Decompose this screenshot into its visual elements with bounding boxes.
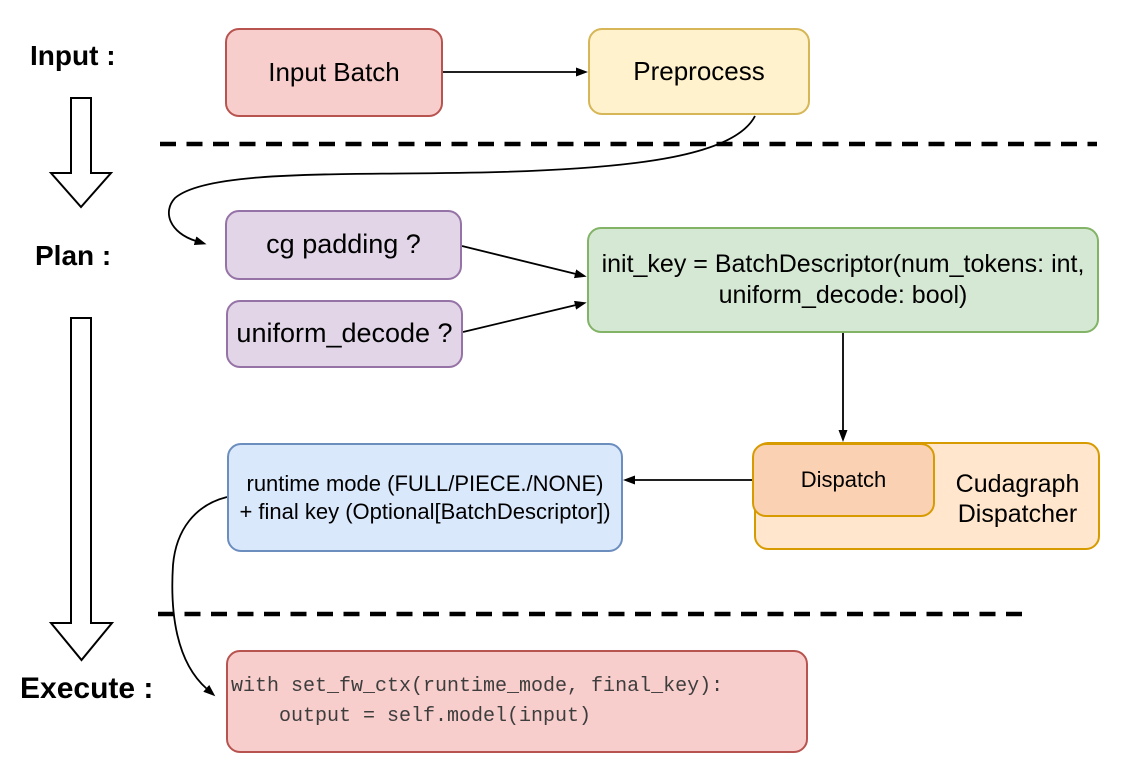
input-to-plan-hollow-arrow-icon <box>48 97 114 209</box>
plan-phase-label: Plan : <box>35 240 112 271</box>
input-batch-label: Input Batch <box>268 57 400 88</box>
cg-padding-label: cg padding ? <box>266 229 421 260</box>
arrow-preprocess-to-cg-padding <box>167 115 756 246</box>
runtime-mode-node: runtime mode (FULL/PIECE./NONE) + final … <box>227 443 623 552</box>
plan-to-execute-hollow-arrow-icon <box>48 317 115 662</box>
arrow-uniform-decode-to-init-key <box>462 300 587 333</box>
arrow-runtime-mode-to-execute-code <box>171 496 228 697</box>
preprocess-node: Preprocess <box>588 28 810 115</box>
cudagraph-dispatcher-label: Cudagraph Dispatcher <box>935 442 1100 550</box>
execute-code-node: with set_fw_ctx(runtime_mode, final_key)… <box>226 650 808 753</box>
cg-padding-node: cg padding ? <box>225 210 462 280</box>
input-phase-label: Input : <box>30 40 116 71</box>
cudagraph-dispatcher-line2: Dispatcher <box>957 500 1078 528</box>
cudagraph-dispatcher-line1: Cudagraph <box>955 470 1080 498</box>
input-batch-node: Input Batch <box>225 28 443 117</box>
init-key-line2: uniform_decode: bool) <box>718 281 968 309</box>
init-key-line1: init_key = BatchDescriptor(num_tokens: i… <box>601 250 1085 278</box>
preprocess-label: Preprocess <box>633 56 765 87</box>
execute-code-line2: output = self.model(input) <box>231 704 592 728</box>
runtime-mode-line2: + final key (Optional[BatchDescriptor]) <box>239 498 611 524</box>
execute-code-line1: with set_fw_ctx(runtime_mode, final_key)… <box>231 674 724 698</box>
uniform-decode-label: uniform_decode ? <box>236 318 453 349</box>
arrow-cg-padding-to-init-key <box>461 245 587 279</box>
runtime-mode-line1: runtime mode (FULL/PIECE./NONE) <box>246 470 604 496</box>
init-key-node: init_key = BatchDescriptor(num_tokens: i… <box>587 227 1099 333</box>
execute-phase-label: Execute : <box>20 672 154 705</box>
dispatch-label: Dispatch <box>800 467 887 493</box>
dispatch-node: Dispatch <box>752 443 935 517</box>
uniform-decode-node: uniform_decode ? <box>226 300 463 368</box>
